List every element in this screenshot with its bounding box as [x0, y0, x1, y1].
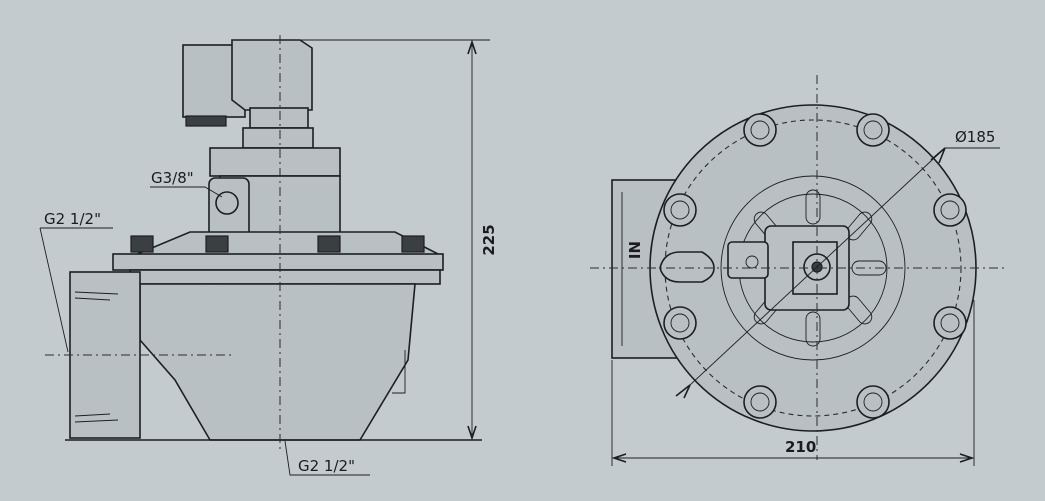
diameter-label: Ø185: [955, 128, 995, 146]
width-label: 210: [785, 438, 816, 456]
side-view: [39, 35, 490, 476]
top-view: [590, 75, 1005, 466]
pilot-port: [208, 177, 250, 241]
valve-flange: [112, 253, 444, 271]
outlet-size-label: G2 1/2": [298, 457, 355, 475]
inlet-direction-label: IN: [626, 241, 644, 259]
valve-bonnet: [209, 147, 341, 177]
valve-body: [139, 283, 416, 441]
diameter-leader: [689, 147, 946, 386]
inlet-marker: [659, 251, 715, 283]
solenoid-port-label: G3/8": [151, 169, 194, 187]
flange-bolt-heads: [663, 113, 967, 419]
height-label: 225: [480, 224, 498, 255]
inlet-size-label: G2 1/2": [44, 210, 101, 228]
